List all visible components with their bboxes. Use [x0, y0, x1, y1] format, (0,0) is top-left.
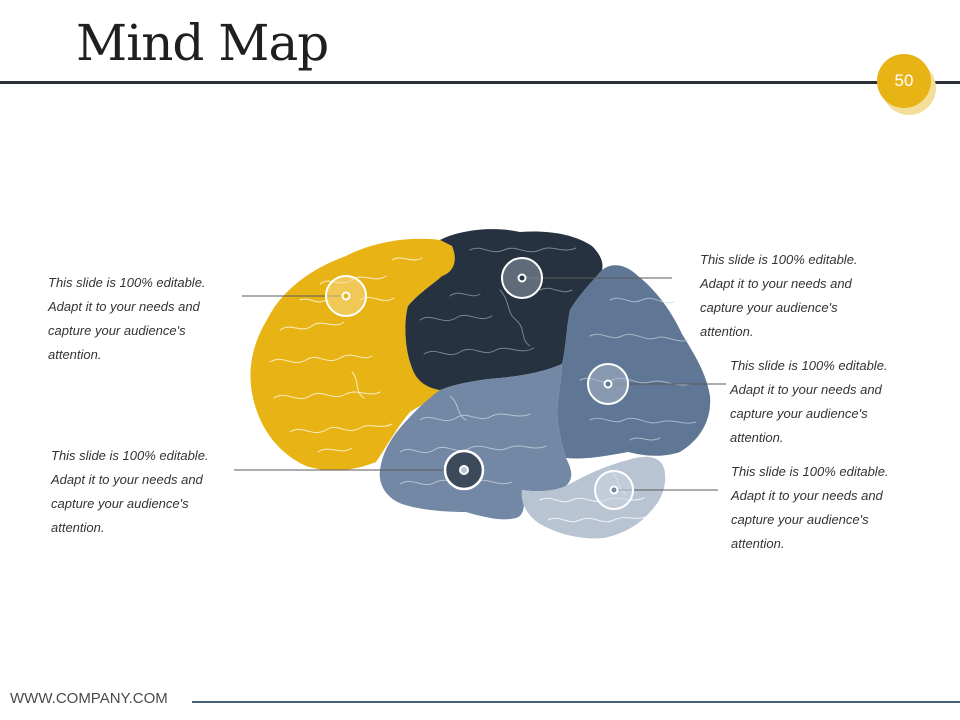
callout-text-bottom-left: This slide is 100% editable. Adapt it to…	[51, 448, 209, 535]
hotspot-marker-bottom-left	[443, 449, 485, 491]
callout-text-top-left: This slide is 100% editable. Adapt it to…	[48, 275, 206, 362]
hotspot-marker-top-left	[325, 275, 367, 317]
brain-region-temporal-lobe	[379, 364, 572, 520]
brain-region-parietal-lobe	[405, 229, 603, 390]
brain-region-frontal-lobe	[250, 238, 455, 471]
footer-website: WWW.COMPANY.COM	[10, 690, 168, 707]
brain-folds-texture-dark	[419, 247, 577, 356]
callout-text-bottom-right: This slide is 100% editable. Adapt it to…	[731, 464, 889, 551]
callout-text-top-right: This slide is 100% editable. Adapt it to…	[700, 252, 858, 339]
slide-title: Mind Map	[76, 14, 329, 72]
page-number-badge: 50	[877, 54, 931, 108]
footer-divider	[192, 701, 960, 703]
hotspot-marker-bottom-right	[594, 470, 634, 510]
title-divider	[0, 81, 960, 84]
callout-text-middle-right: This slide is 100% editable. Adapt it to…	[730, 358, 888, 445]
hotspot-marker-top-right	[501, 257, 543, 299]
brain-region-occipital-lobe	[557, 265, 711, 459]
hotspot-marker-middle-right	[587, 363, 629, 405]
